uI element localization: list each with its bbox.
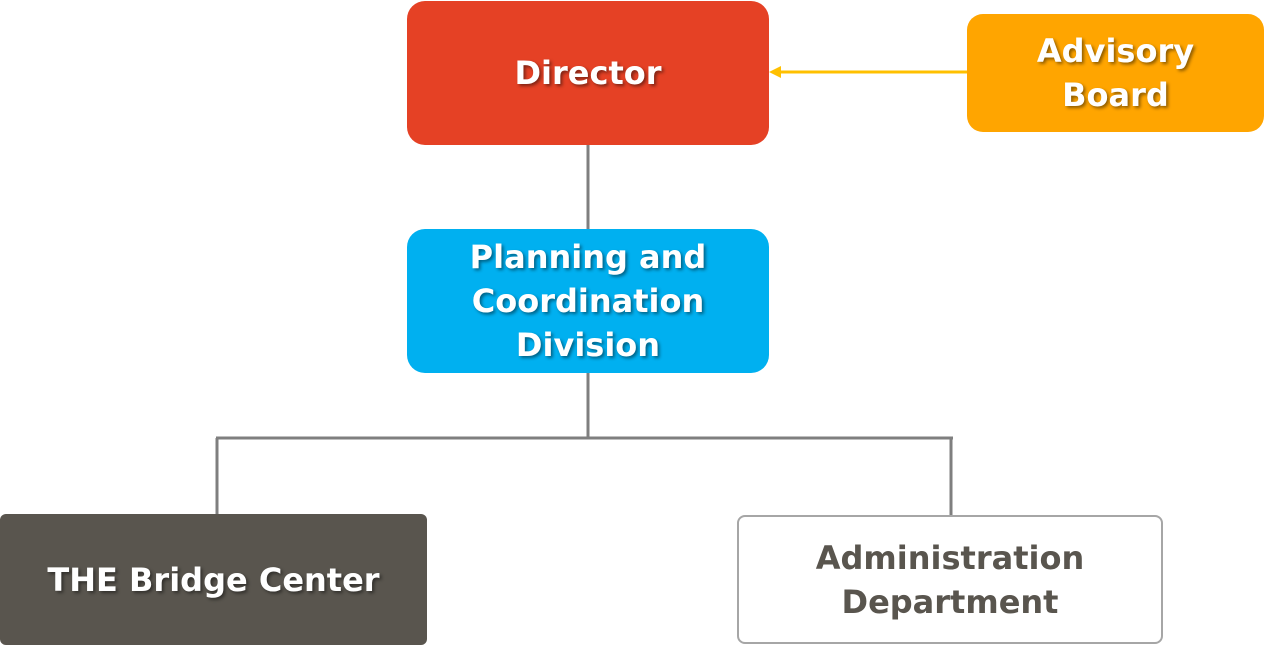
arrowhead-icon [769, 66, 781, 78]
director-label: Director [514, 54, 662, 92]
planning-division-label: Planning and Coordination Division [469, 238, 707, 364]
bridge-center-box: THE Bridge Center [0, 514, 427, 645]
advisory-board-box: Advisory Board [967, 14, 1264, 132]
planning-division-box: Planning and Coordination Division [407, 229, 769, 373]
administration-department-label: Administration Department [815, 538, 1085, 621]
advisory-board-label: Advisory Board [1036, 32, 1195, 114]
bridge-center-label: THE Bridge Center [47, 560, 380, 599]
director-box: Director [407, 1, 769, 145]
administration-department-box: Administration Department [737, 515, 1163, 644]
